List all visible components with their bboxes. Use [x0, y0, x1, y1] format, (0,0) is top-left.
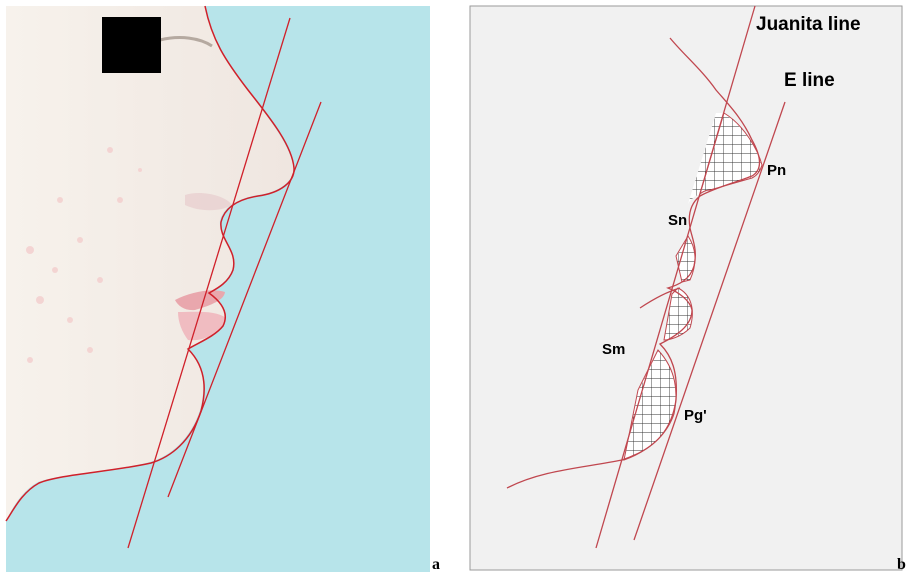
panel-label-b: b	[897, 556, 906, 574]
diagram-frame	[470, 6, 902, 570]
redaction-box	[102, 17, 161, 73]
panel-a-photo	[0, 0, 432, 574]
pg-label: Pg'	[684, 407, 707, 424]
pn-label: Pn	[767, 162, 786, 179]
sn-label: Sn	[668, 212, 687, 229]
panel-b-diagram: Juanita line E line Pn Sn Sm Pg'	[462, 0, 907, 574]
profile-schematic: Juanita line E line Pn Sn Sm Pg'	[462, 0, 907, 574]
panel-label-a: a	[432, 556, 440, 574]
face-profile-photo	[0, 0, 432, 574]
sm-label: Sm	[602, 341, 625, 358]
e-line-label: E line	[784, 70, 835, 91]
juanita-line-label: Juanita line	[756, 14, 861, 35]
